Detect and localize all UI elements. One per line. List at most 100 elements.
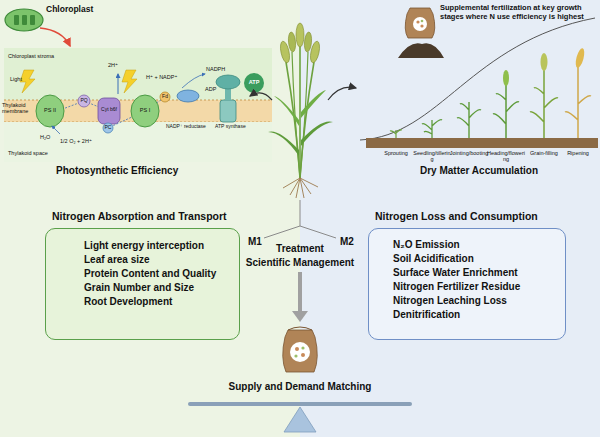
thylakoid-space-region (4, 122, 272, 162)
management-label: Scientific Management (240, 257, 360, 269)
sprout (390, 130, 402, 138)
wheat-ear (503, 70, 509, 86)
grana-stack (30, 15, 35, 25)
list-item: Surface Water Enrichment (393, 266, 520, 280)
wheat-leaf (274, 96, 299, 126)
cyt-complex (98, 98, 120, 124)
fertilizer-granule (421, 20, 424, 23)
panel-caption: Dry Matter Accumulation (420, 165, 538, 177)
item-list: Light energy interceptionLeaf area sizeP… (84, 239, 216, 309)
fd-carrier (160, 92, 170, 102)
left-background (0, 0, 300, 437)
list-item: N₂O Emission (393, 238, 520, 252)
fertilizer-granule (301, 353, 305, 357)
list-item: Protein Content and Quality (84, 267, 216, 281)
box-heading: Nitrogen Absorption and Transport (52, 210, 227, 222)
light-label: Light (10, 76, 22, 82)
zoom-arrow (40, 28, 70, 46)
grana-stack (22, 15, 27, 25)
fertilizer-bag (283, 330, 318, 372)
fertilizer-granule (416, 20, 419, 23)
list-item: Leaf area size (84, 253, 216, 267)
down-arrow-shaft (298, 272, 302, 312)
loss-box: Nitrogen Loss and ConsumptionN₂O Emissio… (368, 228, 566, 340)
light-bolt (20, 70, 35, 93)
atp-badge (244, 73, 264, 93)
wheat-plant (268, 23, 333, 198)
pq-carrier (78, 95, 90, 107)
molecule-label: H₂O (40, 134, 50, 140)
water-arrow (52, 126, 60, 134)
region-label: Thylakoid space (8, 150, 48, 156)
molecule-label: ATP (245, 79, 263, 85)
bag-tie (288, 327, 312, 330)
treatment-label: M2 (340, 236, 354, 248)
product-label: NADPH (206, 66, 225, 72)
ripening-plant (565, 66, 591, 138)
plant-to-photosynthesis-arrow (250, 93, 272, 100)
atp-synthase-base (220, 100, 236, 122)
stage-label: Jointing/booting (449, 150, 489, 156)
icon-label: Chloroplast (46, 5, 93, 15)
stage-label: Ripening (558, 150, 598, 156)
right-background (300, 0, 600, 437)
treatment-label: Treatment (260, 243, 340, 255)
pc-carrier (103, 123, 113, 133)
stage-label: Grain-filling (524, 150, 564, 156)
wheat-ear (574, 47, 586, 68)
complex-label: PS I (131, 107, 159, 113)
bag-label (290, 342, 310, 362)
fertilizer-granule (301, 346, 304, 349)
panel-caption: Photosynthetic Efficiency (56, 165, 178, 177)
proton-arrow (118, 74, 119, 94)
list-item: Nitrogen Fertilizer Residue (393, 280, 520, 294)
stage-label: Seedling/tillering (412, 150, 452, 163)
stroma-region (4, 48, 272, 100)
note-text: Supplemental fertilization at key growth… (440, 4, 596, 21)
enzyme-label: NADP⁺ reductase (166, 124, 206, 130)
proton-label: 2H⁺ (108, 62, 118, 68)
ps1-complex (131, 95, 159, 127)
jointing-plant (457, 102, 481, 138)
molecule-label: ADP (205, 86, 216, 92)
wheat-stem (299, 46, 301, 178)
seedling (422, 120, 442, 138)
grana-stack (14, 15, 19, 25)
heading-plant (493, 84, 519, 138)
reductase-enzyme (177, 90, 199, 102)
box-heading: Nitrogen Loss and Consumption (375, 210, 538, 222)
light-bolt (122, 70, 137, 93)
chloroplast-icon (5, 9, 43, 31)
region-label: Chloroplast stroma (8, 53, 54, 59)
plant-to-growth-arrow (328, 87, 356, 100)
fertilizer-granule (294, 354, 297, 357)
wheat-leaf (301, 121, 333, 146)
list-item: Grain Number and Size (84, 281, 216, 295)
wheat-ear (288, 32, 297, 53)
bag-label (413, 17, 427, 31)
stage-label: Sprouting (376, 150, 416, 156)
growth-curve (360, 18, 595, 140)
reaction-label: H⁺ + NADP⁺ (146, 74, 177, 80)
stage-label: Heading/flowering (486, 150, 526, 163)
soil-pile (398, 43, 444, 58)
membrane-label: Thylakoid membrane (2, 102, 34, 115)
grain-filling-plant (530, 70, 558, 138)
growth-stages (390, 47, 591, 138)
complex-label: Cyt b6f (97, 107, 121, 113)
wheat-roots (283, 178, 318, 198)
wheat-leaf (268, 131, 299, 156)
complex-label: PS II (36, 107, 64, 113)
carrier-label: PC (102, 125, 114, 131)
list-item: Nitrogen Leaching Loss (393, 294, 520, 308)
balance-fulcrum (284, 407, 316, 432)
reaction-label: 1/2 O₂ + 2H⁺ (60, 138, 92, 144)
down-arrow-head (292, 311, 308, 322)
fertilizer-granule (295, 347, 299, 351)
wheat-ear (296, 23, 304, 47)
atp-synthase-head (216, 75, 240, 89)
balance-beam (190, 402, 410, 406)
fertilizer-granule (420, 24, 423, 27)
soil-strip (366, 138, 598, 148)
